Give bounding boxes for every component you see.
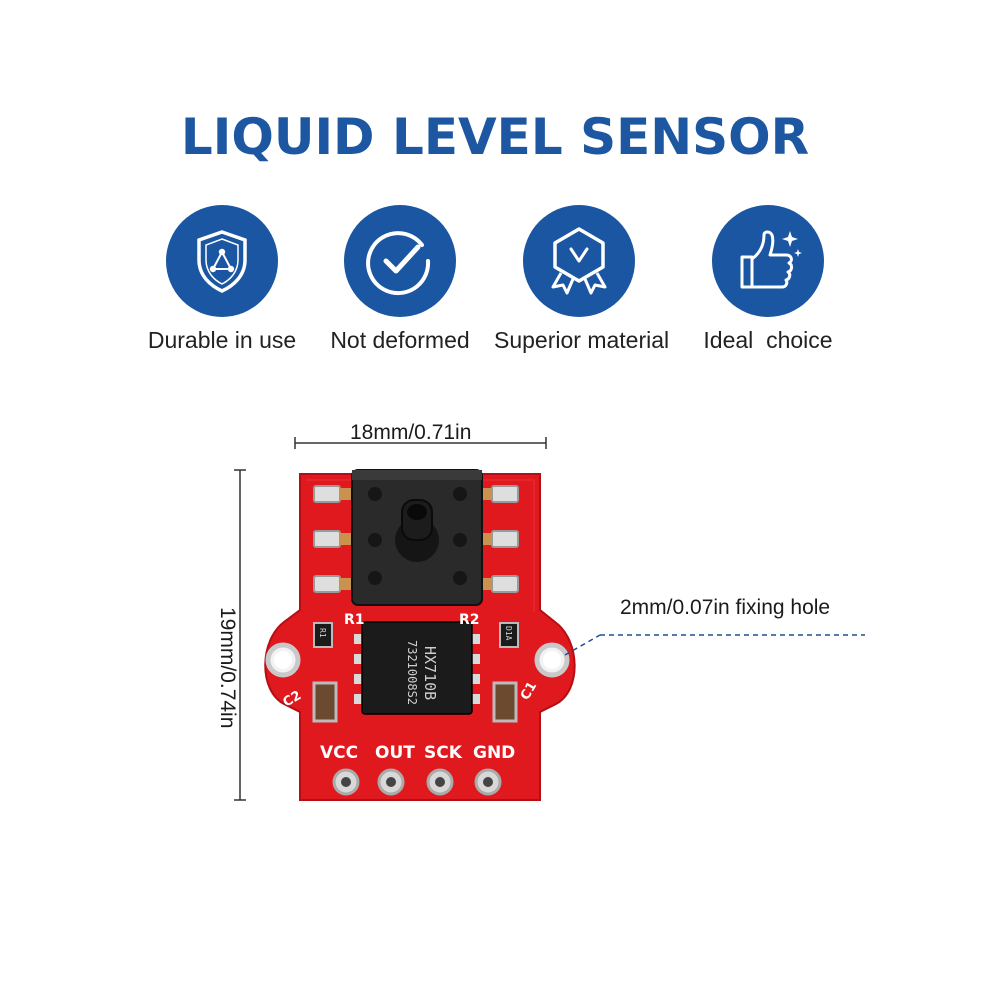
feature-circle <box>344 205 456 317</box>
shield-triangle-icon <box>197 230 247 293</box>
mounting-hole-right <box>534 642 570 678</box>
width-dimension-line <box>294 437 547 449</box>
height-dimension-line <box>234 469 246 801</box>
mounting-hole-left <box>265 642 301 678</box>
width-dimension-label: 18mm/0.71in <box>350 421 472 444</box>
feature-label: Superior material <box>494 327 670 353</box>
chip-marking-line2: 7321008S2 <box>405 640 419 705</box>
thumbs-up-icon <box>740 230 802 289</box>
pressure-sensor-package <box>351 469 483 606</box>
feature-circle <box>166 205 278 317</box>
feature-label: Durable in use <box>147 327 297 353</box>
component-marking-left: R1 <box>318 628 327 638</box>
feature-not-deformed: Not deformed <box>315 205 485 354</box>
award-badge-icon <box>551 227 607 295</box>
pin-header <box>332 768 502 796</box>
smd-components <box>312 622 519 723</box>
feature-durable: Durable in use <box>137 205 307 354</box>
page-title: LIQUID LEVEL SENSOR <box>180 108 810 166</box>
hole-callout-line <box>564 634 865 656</box>
silk-r1: R1 <box>344 612 365 628</box>
feature-ideal-choice: Ideal choice <box>683 205 853 354</box>
pin-label-gnd: GND <box>473 743 515 763</box>
feature-circle <box>712 205 824 317</box>
feature-superior-material: Superior material <box>494 205 670 354</box>
feature-label: Not deformed <box>330 327 470 353</box>
pin-label-sck: SCK <box>424 743 463 763</box>
pin-label-vcc: VCC <box>320 743 358 763</box>
feature-circle <box>523 205 635 317</box>
check-circle-icon <box>366 231 431 296</box>
ic-chip <box>354 621 480 715</box>
pin-label-out: OUT <box>375 743 415 763</box>
feature-label: Ideal choice <box>703 327 833 353</box>
hole-dimension-label: 2mm/0.07in fixing hole <box>620 596 831 619</box>
component-marking-right: D1A <box>504 626 513 641</box>
silk-r2: R2 <box>459 612 480 628</box>
chip-marking-line1: HX710B <box>421 646 439 700</box>
